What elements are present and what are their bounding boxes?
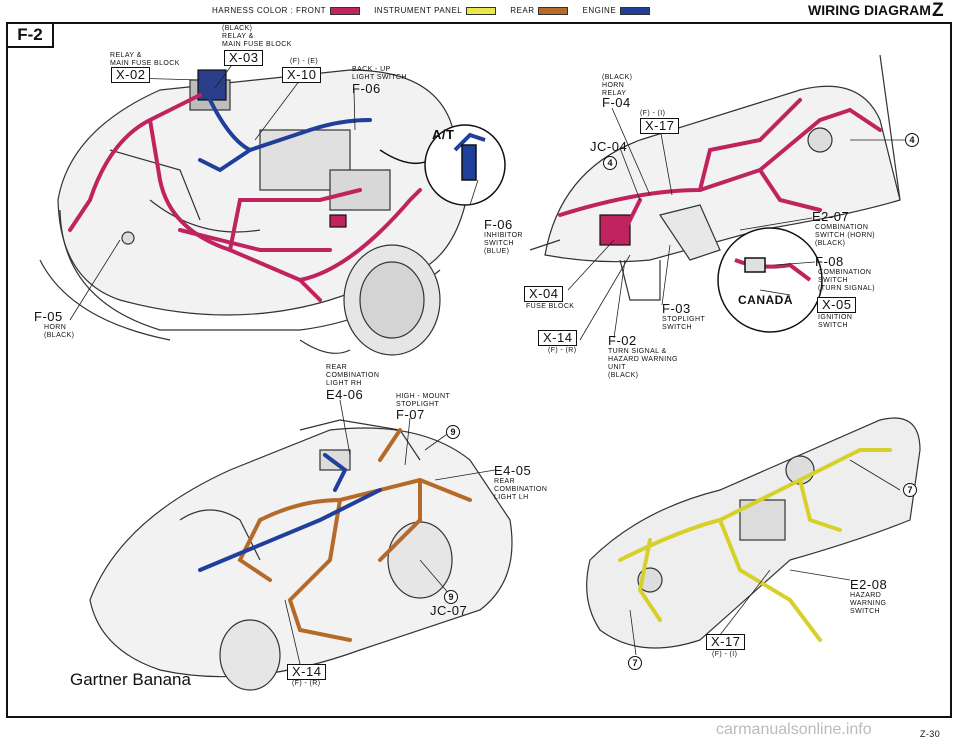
harness-color-legend: HARNESS COLOR : FRONT INSTRUMENT PANEL R… (212, 6, 660, 15)
diagram-frame (6, 22, 952, 718)
e2-08-code: E2-08 (850, 577, 888, 592)
f08-code: F-08 (815, 254, 844, 269)
legend-front-label: HARNESS COLOR : FRONT (212, 6, 327, 15)
f07-code: F-07 (396, 407, 425, 422)
x17-bottom-connector-label: X-17 (706, 634, 746, 650)
f05-code: F-05 (34, 309, 63, 324)
x03-connector-label: X-03 (224, 50, 264, 66)
f06-inhibitor-code: F-06 (484, 217, 513, 232)
circle-7a: 7 (903, 483, 917, 497)
front-swatch (330, 6, 361, 15)
x14-mid-connector-label: X-14 (538, 330, 578, 346)
fi-label: (F) - (I) (640, 110, 666, 117)
circle-9b: 9 (444, 590, 458, 604)
relay-main-label: RELAY & MAIN FUSE BLOCK (110, 52, 180, 67)
fuse-block-label: FUSE BLOCK (526, 303, 575, 310)
x14-bottom-connector-label: X-14 (287, 664, 327, 680)
dashboard-front (529, 54, 901, 301)
at-inset (379, 124, 506, 206)
x10-connector-label: X-10 (282, 67, 322, 83)
ignition-label: IGNITION SWITCH (818, 314, 853, 329)
x02-connector-label: X-02 (111, 67, 151, 83)
fr-label: (F) - (R) (548, 347, 577, 354)
jc04-code: JC-04 (590, 139, 628, 154)
instrument-panel (586, 417, 921, 649)
header-bar: HARNESS COLOR : FRONT INSTRUMENT PANEL R… (0, 0, 960, 22)
turn-hazard-label: TURN SIGNAL & HAZARD WARNING UNIT (BLACK… (608, 348, 678, 379)
combo-turn-label: COMBINATION SWITCH (TURN SIGNAL) (818, 269, 875, 292)
section-letter: Z (932, 0, 944, 21)
watermark-text: carmanualsonline.info (716, 721, 872, 738)
page-number: Z-30 (920, 729, 941, 739)
rear-combo-lh-label: REAR COMBINATION LIGHT LH (494, 478, 548, 501)
x17-top-connector-label: X-17 (640, 118, 680, 134)
page-title: WIRING DIAGRAM (808, 2, 931, 18)
engine-bay-car (39, 69, 471, 356)
leader-lines (69, 61, 905, 665)
fr-bottom-label: (F) - (R) (292, 680, 321, 687)
instrument-swatch (466, 6, 497, 15)
x05-connector-label: X-05 (817, 297, 857, 313)
fe-label: (F) - (E) (290, 58, 319, 65)
page-box: F-2 (6, 22, 54, 48)
circle-4a: 4 (603, 156, 617, 170)
f06-top-code: F-06 (352, 81, 381, 96)
horn-label: HORN (BLACK) (44, 324, 75, 339)
circle-4b: 4 (905, 133, 919, 147)
rear-car (89, 419, 513, 691)
circle-9a: 9 (446, 425, 460, 439)
f04-code: F-04 (602, 95, 631, 110)
engine-swatch (620, 6, 651, 15)
legend-instrument-label: INSTRUMENT PANEL (374, 6, 463, 15)
legend-rear-label: REAR (510, 6, 535, 15)
x04-connector-label: X-04 (524, 286, 564, 302)
fi-bottom-label: (F) - (I) (712, 651, 738, 658)
high-mount-label: HIGH - MOUNT STOPLIGHT (396, 393, 451, 408)
relay-black-label: (BLACK) RELAY & MAIN FUSE BLOCK (222, 25, 292, 48)
horn-relay-label: (BLACK) HORN RELAY (602, 74, 633, 97)
f03-code: F-03 (662, 301, 691, 316)
canada-label: CANADA (738, 293, 793, 307)
rear-combo-rh-label: REAR COMBINATION LIGHT RH (326, 364, 380, 387)
at-label: A/T (432, 127, 455, 142)
front-harness-dashboard (558, 98, 882, 242)
inhibitor-label: INHIBITOR SWITCH (BLUE) (484, 232, 523, 255)
caption-text: Gartner Banana (70, 670, 191, 689)
instrument-harness (618, 448, 892, 642)
circle-7b: 7 (628, 656, 642, 670)
engine-harness-rear (198, 453, 382, 572)
engine-harness (198, 98, 372, 173)
e2-07-code: E2-07 (812, 209, 850, 224)
combo-horn-label: COMBINATION SWITCH (HORN) (BLACK) (815, 224, 876, 247)
jc07-code: JC-07 (430, 603, 468, 618)
canada-inset (717, 227, 823, 333)
front-harness-engine (68, 93, 422, 302)
e4-05-code: E4-05 (494, 463, 532, 478)
rear-swatch (538, 6, 569, 15)
legend-engine-label: ENGINE (582, 6, 617, 15)
e4-06-code: E4-06 (326, 387, 364, 402)
f02-code: F-02 (608, 333, 637, 348)
stoplight-label: STOPLIGHT SWITCH (662, 316, 706, 331)
backup-switch-label: BACK - UP LIGHT SWITCH (352, 66, 407, 81)
rear-harness (237, 428, 472, 642)
hazard-switch-label: HAZARD WARNING SWITCH (850, 592, 887, 615)
